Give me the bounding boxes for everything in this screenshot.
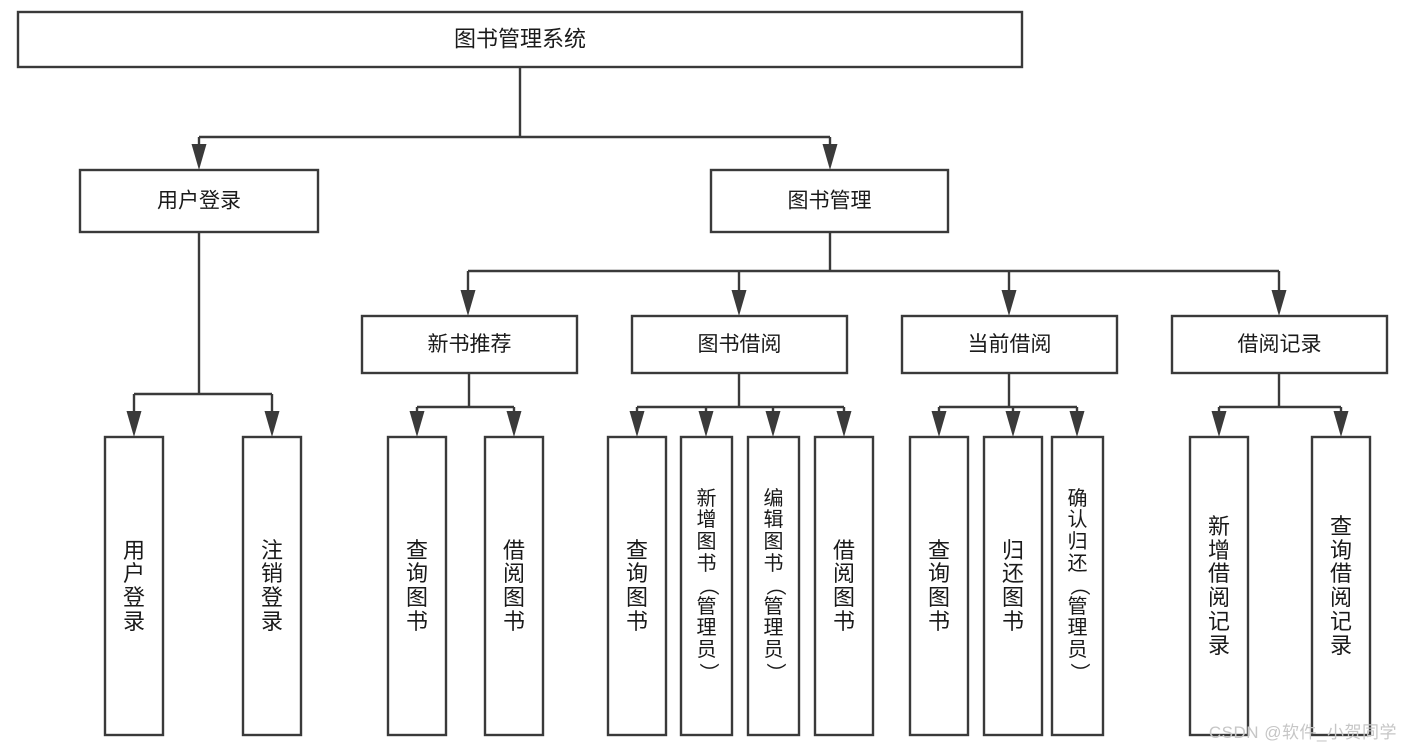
node-box-borrow-record[interactable] bbox=[1170, 314, 1389, 375]
node-box-leaf-query-book-a[interactable] bbox=[386, 435, 448, 737]
node-label-borrow-record: 借阅记录 bbox=[1238, 333, 1322, 356]
node-leaf-query-book-c[interactable] bbox=[908, 435, 970, 737]
node-label-current-borrow: 当前借阅 bbox=[968, 333, 1052, 356]
arrow-to-leaf-return-book bbox=[1005, 411, 1021, 437]
node-leaf-return-book[interactable] bbox=[982, 435, 1044, 737]
node-leaf-query-book-a[interactable] bbox=[386, 435, 448, 737]
node-leaf-user-login[interactable] bbox=[103, 435, 165, 737]
node-new-book-rec[interactable]: 新书推荐 bbox=[360, 314, 579, 375]
arrow-to-leaf-add-book bbox=[698, 411, 714, 437]
node-box-leaf-borrow-book-a[interactable] bbox=[483, 435, 545, 737]
arrow-to-book-borrow bbox=[731, 290, 747, 316]
node-box-book-borrow[interactable] bbox=[630, 314, 849, 375]
arrow-to-leaf-query-book-a bbox=[409, 411, 425, 437]
node-box-leaf-edit-book[interactable] bbox=[746, 435, 801, 737]
arrow-to-user-login bbox=[191, 144, 207, 170]
node-leaf-edit-book[interactable] bbox=[746, 435, 801, 737]
node-label-book-borrow: 图书借阅 bbox=[698, 333, 782, 356]
node-label-new-book-rec: 新书推荐 bbox=[428, 333, 512, 356]
node-box-leaf-add-record[interactable] bbox=[1188, 435, 1250, 737]
arrow-to-leaf-confirm-return bbox=[1069, 411, 1085, 437]
arrow-to-leaf-user-login bbox=[126, 411, 142, 437]
node-root[interactable]: 图书管理系统 bbox=[16, 10, 1024, 69]
node-box-current-borrow[interactable] bbox=[900, 314, 1119, 375]
node-box-leaf-borrow-book-b[interactable] bbox=[813, 435, 875, 737]
node-box-leaf-user-login[interactable] bbox=[103, 435, 165, 737]
node-leaf-add-record[interactable] bbox=[1188, 435, 1250, 737]
arrow-to-leaf-edit-book bbox=[765, 411, 781, 437]
node-leaf-confirm-return[interactable] bbox=[1050, 435, 1105, 737]
node-box-new-book-rec[interactable] bbox=[360, 314, 579, 375]
node-box-leaf-query-book-b[interactable] bbox=[606, 435, 668, 737]
node-box-user-login[interactable] bbox=[78, 168, 320, 234]
node-user-login[interactable]: 用户登录 bbox=[78, 168, 320, 234]
node-leaf-borrow-book-a[interactable] bbox=[483, 435, 545, 737]
node-leaf-query-book-b[interactable] bbox=[606, 435, 668, 737]
arrow-to-leaf-query-book-c bbox=[931, 411, 947, 437]
node-leaf-query-record[interactable] bbox=[1310, 435, 1372, 737]
node-current-borrow[interactable]: 当前借阅 bbox=[900, 314, 1119, 375]
node-box-leaf-logout[interactable] bbox=[241, 435, 303, 737]
node-box-leaf-return-book[interactable] bbox=[982, 435, 1044, 737]
node-box-book-mgmt[interactable] bbox=[709, 168, 950, 234]
node-book-borrow[interactable]: 图书借阅 bbox=[630, 314, 849, 375]
node-box-leaf-confirm-return[interactable] bbox=[1050, 435, 1105, 737]
node-leaf-add-book[interactable] bbox=[679, 435, 734, 737]
node-box-leaf-query-book-c[interactable] bbox=[908, 435, 970, 737]
node-label-root: 图书管理系统 bbox=[454, 26, 586, 51]
csdn-watermark: CSDN @软件_小贺同学 bbox=[1208, 723, 1397, 742]
node-label-book-mgmt: 图书管理 bbox=[788, 190, 872, 213]
arrow-to-leaf-add-record bbox=[1211, 411, 1227, 437]
node-box-leaf-add-book[interactable] bbox=[679, 435, 734, 737]
arrow-to-new-book-rec bbox=[460, 290, 476, 316]
node-box-leaf-query-record[interactable] bbox=[1310, 435, 1372, 737]
arrow-to-book-mgmt bbox=[822, 144, 838, 170]
arrow-to-leaf-query-record bbox=[1333, 411, 1349, 437]
arrow-to-leaf-query-book-b bbox=[629, 411, 645, 437]
node-label-user-login: 用户登录 bbox=[157, 190, 241, 213]
node-leaf-borrow-book-b[interactable] bbox=[813, 435, 875, 737]
node-box-root[interactable] bbox=[16, 10, 1024, 69]
arrow-to-leaf-borrow-book-b bbox=[836, 411, 852, 437]
arrow-to-leaf-borrow-book-a bbox=[506, 411, 522, 437]
node-book-mgmt[interactable]: 图书管理 bbox=[709, 168, 950, 234]
arrow-to-leaf-logout bbox=[264, 411, 280, 437]
arrow-to-current-borrow bbox=[1001, 290, 1017, 316]
arrow-to-borrow-record bbox=[1271, 290, 1287, 316]
node-leaf-logout[interactable] bbox=[241, 435, 303, 737]
edge-layer bbox=[126, 67, 1349, 437]
node-borrow-record[interactable]: 借阅记录 bbox=[1170, 314, 1389, 375]
